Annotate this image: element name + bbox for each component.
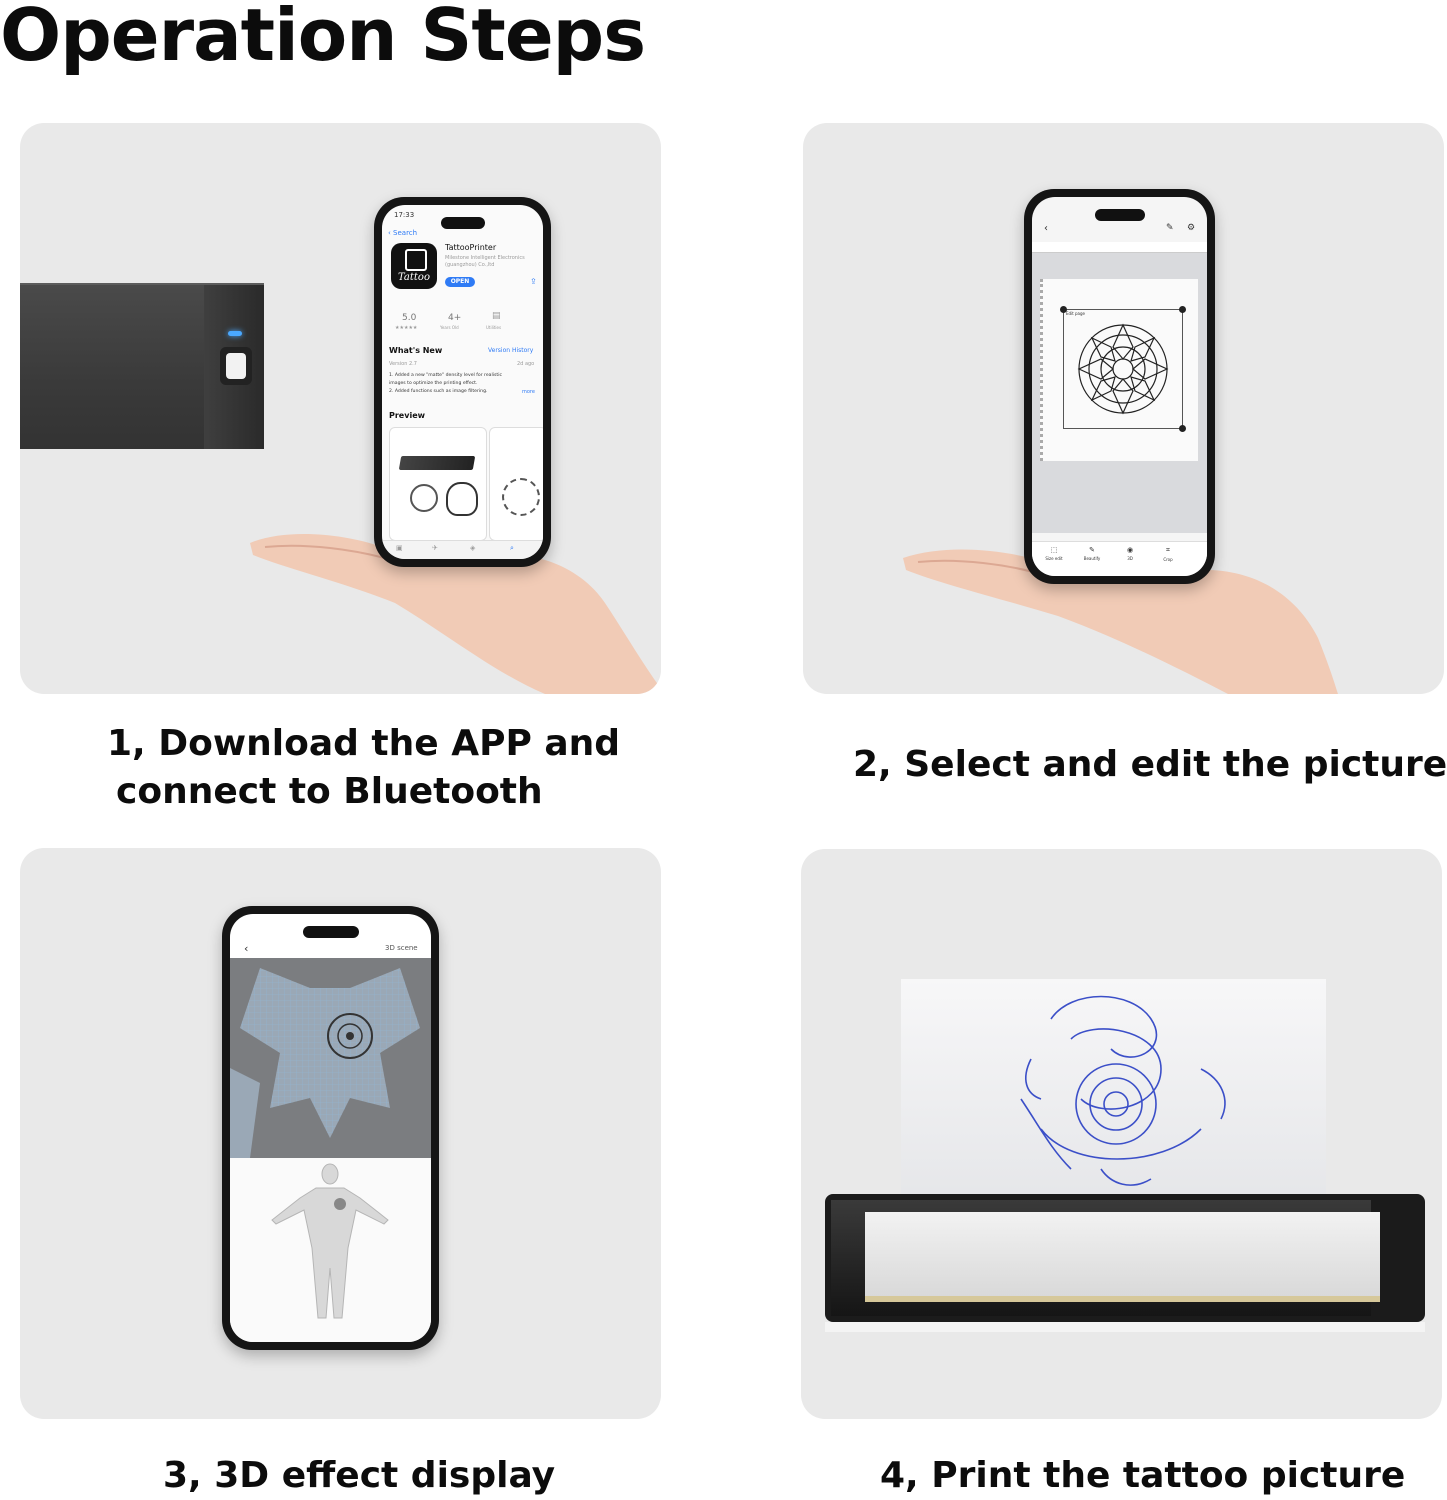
canvas-label: Edit page: [1066, 311, 1086, 316]
tattoo-printer: [825, 1194, 1425, 1322]
editor-toolbar: ⬚Size edit ✎Beautify ◉3D ⌗Crop: [1032, 541, 1207, 576]
paper-stack: [865, 1212, 1380, 1302]
printer-device: [20, 283, 264, 449]
tab-bar: ▣ ✈ ◈ ⌕: [382, 540, 543, 559]
back-search-link[interactable]: ‹ Search: [388, 229, 418, 237]
today-tab-icon[interactable]: ▣: [396, 544, 403, 552]
3d-model-view[interactable]: [230, 1158, 431, 1342]
human-body-model: [271, 1163, 389, 1319]
uv-mesh-image: [230, 968, 420, 1158]
page-title: Operation Steps: [0, 0, 646, 77]
phone-editor: ‹ ✎ ⚙ Edit page: [1024, 189, 1215, 584]
phone-app-store: 17:33 ‹ Search Tattoo TattooPrinter Mile…: [374, 197, 551, 567]
scene-label: 3D scene: [385, 944, 418, 952]
rotate-handle-icon[interactable]: [1179, 306, 1186, 313]
tattoo-stencil-image: [1020, 995, 1226, 1186]
back-icon[interactable]: ‹: [1044, 223, 1048, 234]
rating-value: 5.0: [402, 313, 417, 323]
crop-tool[interactable]: ⌗Crop: [1163, 546, 1173, 562]
dynamic-island: [440, 217, 485, 229]
developer-line-2: (guangzhou) Co.,ltd: [445, 262, 495, 268]
games-tab-icon[interactable]: ✈: [432, 544, 438, 552]
canvas-page: Edit page: [1040, 279, 1198, 461]
step-1-caption-line-2: connect to Bluetooth: [116, 771, 543, 812]
ruler-bar: [1032, 242, 1207, 253]
preview-screenshot-2: [489, 427, 543, 541]
step-1-image: 17:33 ‹ Search Tattoo TattooPrinter Mile…: [20, 123, 661, 694]
step-3-image: ‹ 3D scene: [20, 848, 661, 1419]
printer-shadow: [825, 1322, 1425, 1332]
step-2-caption-line-1: 2, Select and edit the picture: [853, 744, 1447, 785]
resize-handle-icon[interactable]: [1179, 425, 1186, 432]
editor-canvas: Edit page: [1032, 253, 1207, 533]
category-label: Utilities: [486, 325, 502, 330]
dynamic-island: [302, 926, 359, 938]
whats-new-heading: What's New: [389, 346, 443, 355]
rating-stars: ★★★★★: [395, 325, 418, 331]
app-logo: Tattoo: [391, 243, 437, 289]
stencil-paper: [901, 979, 1326, 1219]
app-name: TattooPrinter: [445, 243, 497, 252]
step-2-image: ‹ ✎ ⚙ Edit page: [803, 123, 1444, 694]
age-sub: Years Old: [440, 325, 459, 330]
status-time: 17:33: [394, 211, 415, 219]
3d-tool[interactable]: ◉3D: [1126, 546, 1134, 561]
step-3-caption: 3, 3D effect display: [163, 1452, 555, 1500]
release-notes-1: 1. Added a new "matte" density level for…: [389, 373, 503, 378]
release-notes-2: images to optimize the printing effect.: [389, 381, 478, 386]
selection-box[interactable]: Edit page: [1060, 306, 1186, 432]
beautify-tool[interactable]: ✎Beautify: [1083, 546, 1101, 561]
open-button[interactable]: OPEN: [445, 277, 475, 287]
preview-screenshot-1: [389, 427, 487, 541]
delete-handle-icon[interactable]: [1060, 306, 1067, 313]
power-button: [220, 347, 252, 385]
dynamic-island: [1094, 209, 1145, 221]
preview-heading: Preview: [389, 411, 426, 420]
age-rating: 4+: [448, 313, 462, 323]
developer-line-1: Milestone Intelligent Electronics: [445, 255, 525, 261]
phone-3d-scene: ‹ 3D scene: [222, 906, 439, 1350]
settings-icon[interactable]: ⚙: [1187, 223, 1196, 233]
pen-icon[interactable]: ✎: [1166, 223, 1174, 233]
release-date: 2d ago: [517, 361, 535, 367]
share-icon[interactable]: ⇪: [530, 277, 537, 286]
apps-tab-icon[interactable]: ◈: [470, 544, 476, 552]
version-history-link[interactable]: Version History: [488, 347, 534, 354]
category-icon: ▤: [492, 311, 501, 321]
step-4-image: [801, 849, 1442, 1419]
size-edit-tool[interactable]: ⬚Size edit: [1045, 546, 1063, 561]
back-icon[interactable]: ‹: [244, 942, 249, 955]
step-4-caption: 4, Print the tattoo picture: [880, 1452, 1405, 1500]
step-1-caption: 1, Download the APP and connect to Bluet…: [107, 720, 620, 816]
step-2-caption: 2, Select and edit the picture: [853, 741, 1447, 789]
release-notes-3: 2. Added functions such as image filteri…: [389, 389, 488, 394]
uv-map-view: [230, 958, 431, 1158]
step-4-caption-line-1: 4, Print the tattoo picture: [880, 1455, 1406, 1496]
status-led-icon: [228, 331, 242, 336]
step-1-caption-line-1: 1, Download the APP and: [107, 723, 621, 764]
more-link[interactable]: more: [522, 389, 535, 395]
search-tab-icon[interactable]: ⌕: [510, 544, 514, 552]
tattoo-on-mesh: [327, 1013, 373, 1059]
version-label: Version 2.7: [389, 361, 417, 367]
step-3-caption-line-1: 3, 3D effect display: [163, 1455, 556, 1496]
mandala-artwork: [1077, 323, 1169, 415]
